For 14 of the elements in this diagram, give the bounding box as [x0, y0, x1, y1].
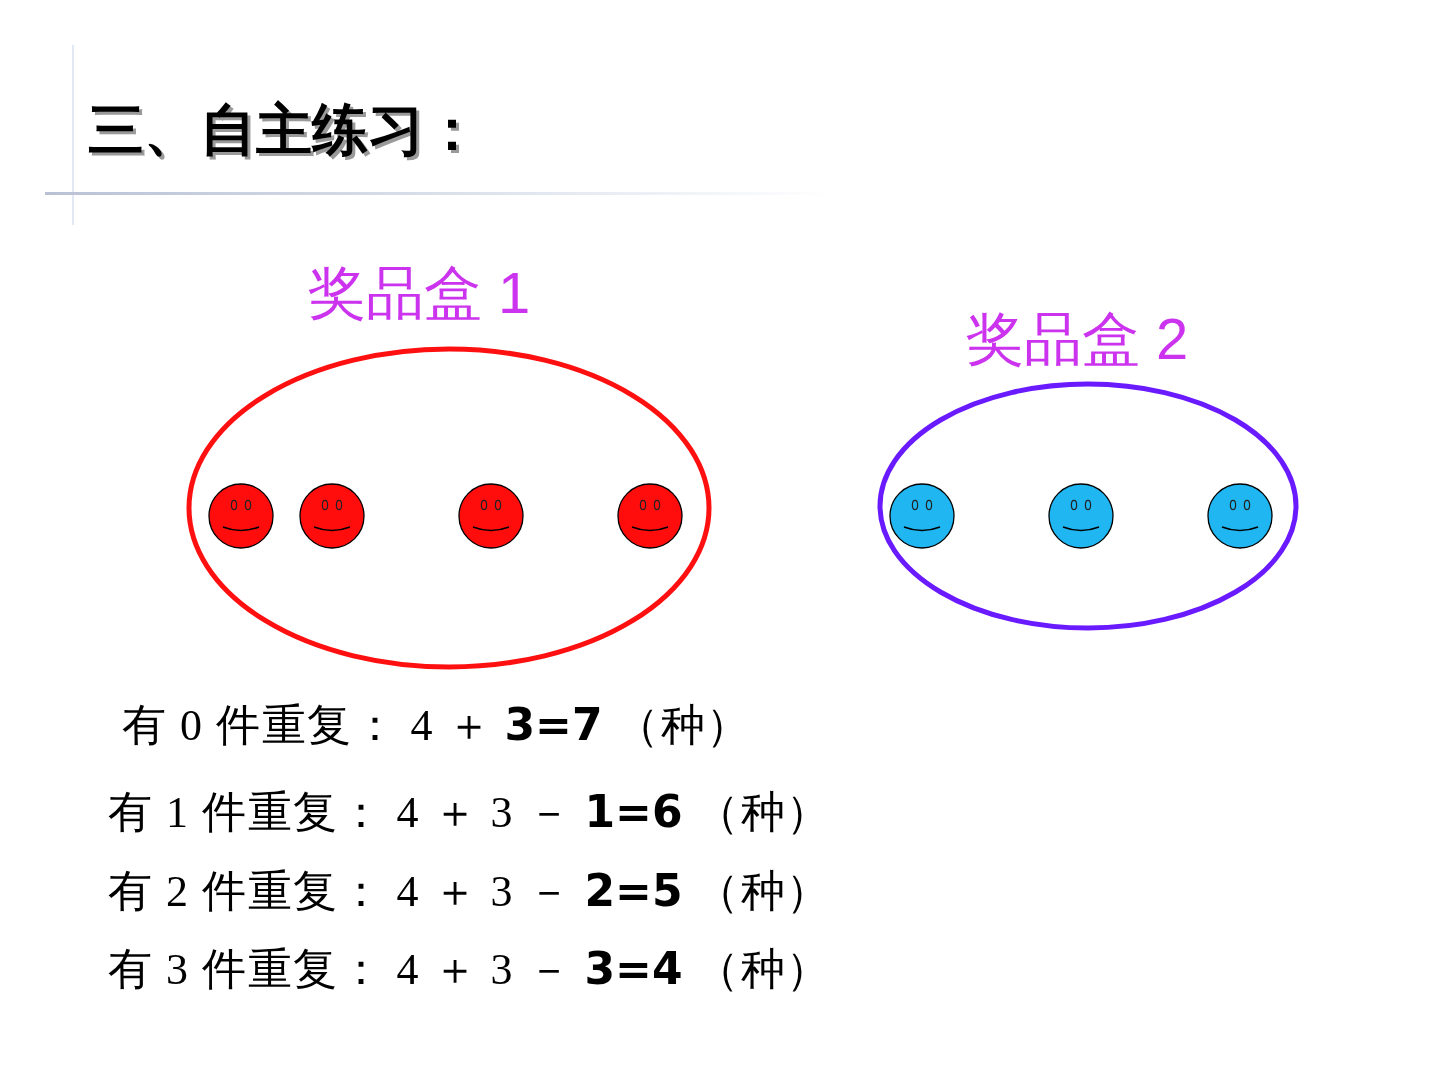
equation-text: 有 2 件重复： 4 ＋ 3 － 2=5 （种）: [108, 866, 832, 918]
smiley-icon: [299, 483, 365, 549]
smiley-icon: [1207, 483, 1273, 549]
equation-text: 有 0 件重复： 4 ＋ 3=7 （种）: [122, 700, 752, 752]
smiley-icon: [1048, 483, 1114, 549]
group-heading: 奖品盒 1: [308, 264, 531, 322]
equation-text: 有 3 件重复： 4 ＋ 3 － 3=4 （种）: [108, 944, 832, 996]
slide-title: 三、自主练习：: [88, 98, 480, 163]
group-heading: 奖品盒 2: [966, 310, 1189, 368]
smiley-icon: [458, 483, 524, 549]
smiley-icon: [208, 483, 274, 549]
equation-text: 有 1 件重复： 4 ＋ 3 － 1=6 （种）: [108, 787, 832, 839]
smiley-icon: [889, 483, 955, 549]
smiley-icon: [617, 483, 683, 549]
